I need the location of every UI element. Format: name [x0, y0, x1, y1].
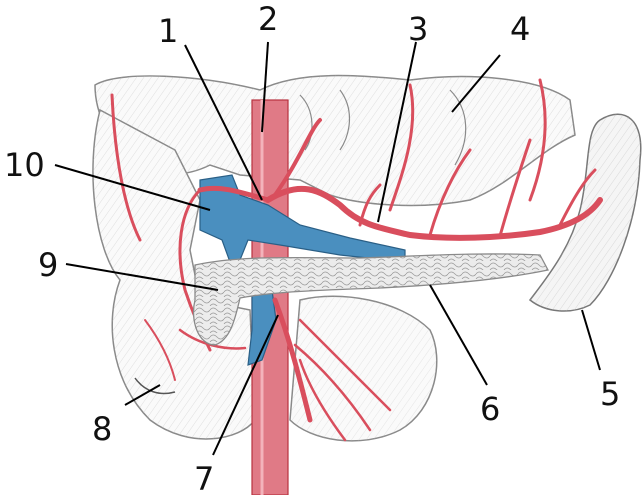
label-4: 4	[510, 10, 530, 48]
label-7: 7	[194, 460, 214, 495]
leader-5	[582, 310, 600, 370]
label-5: 5	[600, 375, 620, 413]
label-3: 3	[408, 10, 428, 48]
label-2: 2	[258, 0, 278, 38]
label-6: 6	[480, 390, 500, 428]
leader-6	[430, 285, 487, 385]
label-8: 8	[92, 410, 112, 448]
label-9: 9	[38, 246, 58, 284]
label-10: 10	[4, 146, 45, 184]
label-1: 1	[158, 12, 178, 50]
